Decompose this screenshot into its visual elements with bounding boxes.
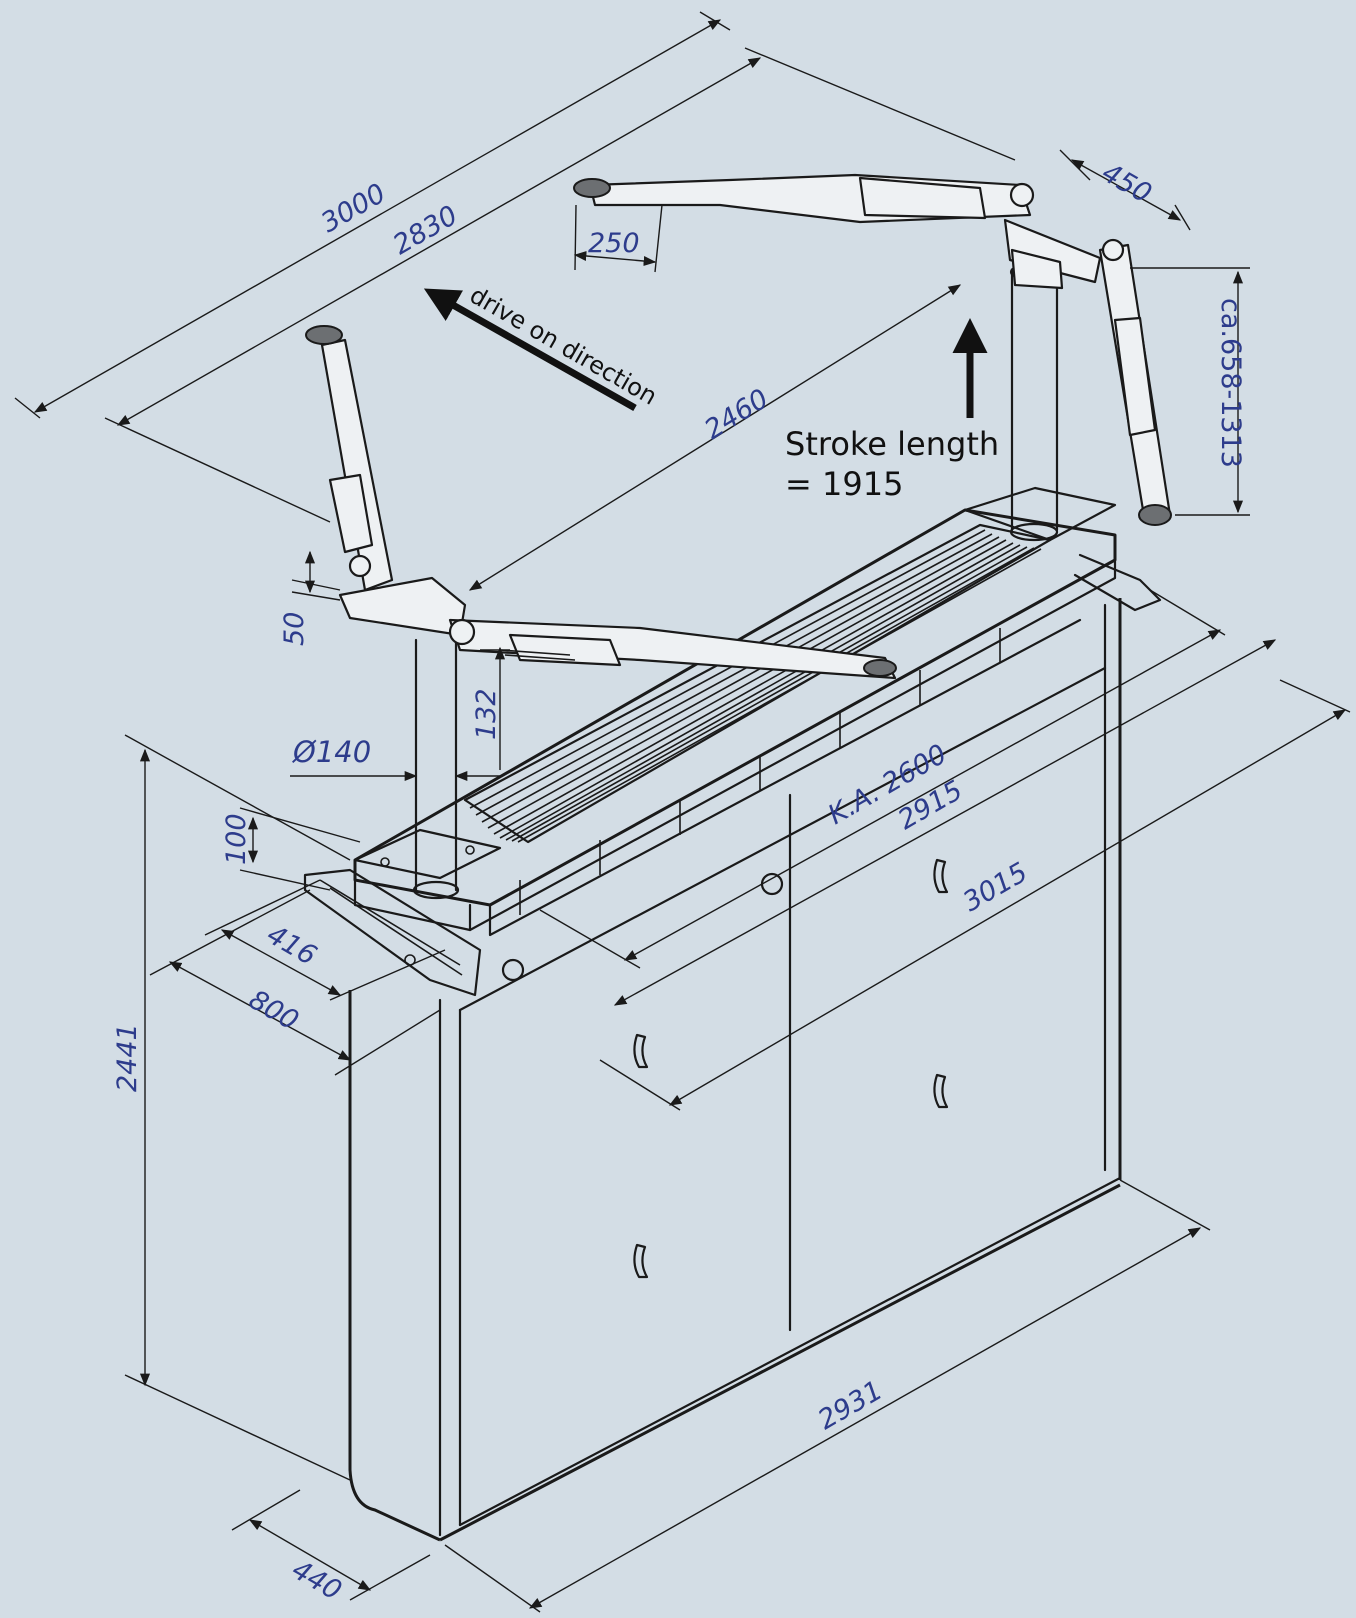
annotation-labels: drive on direction Stroke length = 1915 (465, 281, 999, 503)
dim-132: 132 (471, 688, 502, 740)
dim-2460: 2460 (699, 383, 774, 446)
drive-direction-arrow-icon (423, 288, 637, 412)
dim-2830: 2830 (388, 200, 463, 261)
dim-416: 416 (262, 919, 322, 972)
knob-icon (760, 872, 784, 896)
right-column (963, 262, 1117, 542)
dim-100: 100 (221, 813, 252, 865)
cabinet (348, 598, 1122, 1542)
dim-658-1313: ca.658-1313 (1215, 298, 1246, 468)
dim-800: 800 (244, 984, 304, 1037)
dim-250: 250 (588, 228, 640, 259)
stroke-length-value: = 1915 (785, 465, 903, 503)
dimension-labels: 3000 2830 2460 250 450 ca.658-1313 50 13… (112, 157, 1246, 1607)
knob-icon (501, 958, 525, 982)
drive-direction-label: drive on direction (465, 281, 662, 411)
dim-50: 50 (279, 612, 310, 646)
dim-3015: 3015 (958, 857, 1033, 918)
dim-2441: 2441 (112, 1023, 143, 1092)
dim-140: Ø140 (292, 735, 371, 769)
dim-440: 440 (287, 1554, 347, 1607)
stroke-length-label: Stroke length (785, 425, 999, 463)
dimension-lines (14, 11, 1351, 1613)
left-column (353, 638, 502, 900)
